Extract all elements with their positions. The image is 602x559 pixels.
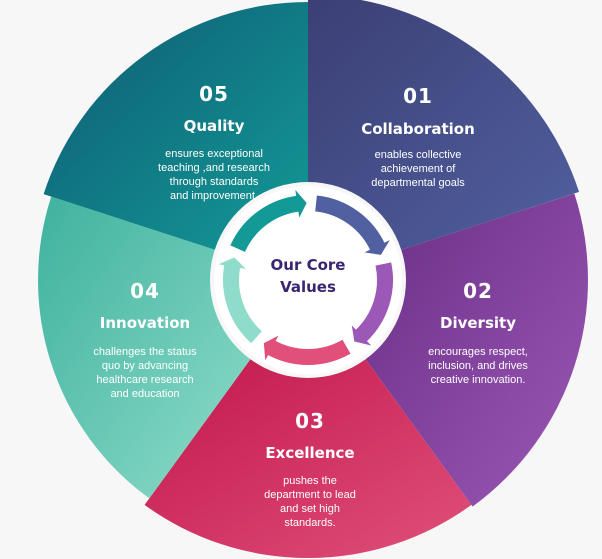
segment-number-diversity: 02: [463, 279, 493, 303]
hub-arrowhead-innovation: [218, 257, 246, 270]
segment-number-quality: 05: [199, 82, 229, 106]
hub-arrowhead-quality: [295, 189, 307, 218]
segment-quality: [43, 2, 308, 250]
segment-desc-diversity-line3: creative innovation.: [431, 374, 526, 386]
hub-arrow-quality: [230, 195, 302, 253]
segment-number-collaboration: 01: [403, 84, 433, 108]
segment-desc-quality-line4: and improvement.: [170, 190, 258, 202]
segment-innovation: [37, 196, 251, 499]
segment-desc-excellence-line2: department to lead: [264, 489, 356, 501]
hub-arrow-excellence: [265, 339, 351, 365]
segment-number-innovation: 04: [130, 279, 160, 303]
segment-desc-diversity-line2: inclusion, and drives: [428, 360, 528, 372]
segment-collaboration: [308, 0, 580, 250]
segment-desc-quality-line1: ensures exceptional: [165, 148, 263, 160]
segment-title-excellence: Excellence: [265, 444, 354, 462]
segment-desc-collaboration-line3: departmental goals: [371, 177, 465, 189]
segment-number-excellence: 03: [295, 409, 325, 433]
segment-title-collaboration: Collaboration: [361, 120, 475, 138]
hub-arrowhead-diversity: [351, 325, 372, 346]
segment-desc-collaboration-line2: achievement of: [381, 163, 457, 175]
segment-desc-collaboration-line1: enables collective: [375, 149, 462, 161]
segment-title-innovation: Innovation: [100, 314, 190, 332]
segment-desc-excellence-line1: pushes the: [283, 475, 337, 487]
segment-desc-innovation-line3: healthcare research: [96, 374, 193, 386]
hub-arrowhead-collaboration: [364, 240, 390, 255]
segment-desc-excellence-line4: standards.: [284, 517, 335, 529]
segment-title-quality: Quality: [184, 117, 245, 135]
hub-arrowhead-excellence: [263, 335, 279, 361]
segment-desc-excellence-line3: and set high: [280, 503, 340, 515]
hub-arrow-collaboration: [314, 195, 386, 253]
segment-desc-quality-line3: through standards: [170, 176, 259, 188]
segment-desc-quality-line2: teaching ,and research: [158, 162, 270, 174]
segment-desc-innovation-line4: and education: [110, 388, 179, 400]
segment-diversity: [365, 193, 588, 507]
segment-title-diversity: Diversity: [440, 314, 516, 332]
center-title-line1: Our Core: [271, 256, 346, 274]
center-title-line2: Values: [280, 278, 336, 296]
hub-arrow-diversity: [353, 262, 393, 344]
segment-excellence: [144, 359, 472, 558]
segment-desc-diversity-line1: encourages respect,: [428, 346, 528, 358]
segment-desc-innovation-line1: challenges the status: [93, 346, 197, 358]
segment-desc-innovation-line2: quo by advancing: [102, 360, 188, 372]
center-hub-inner: [248, 220, 368, 340]
hub-arrow-innovation: [223, 262, 263, 344]
